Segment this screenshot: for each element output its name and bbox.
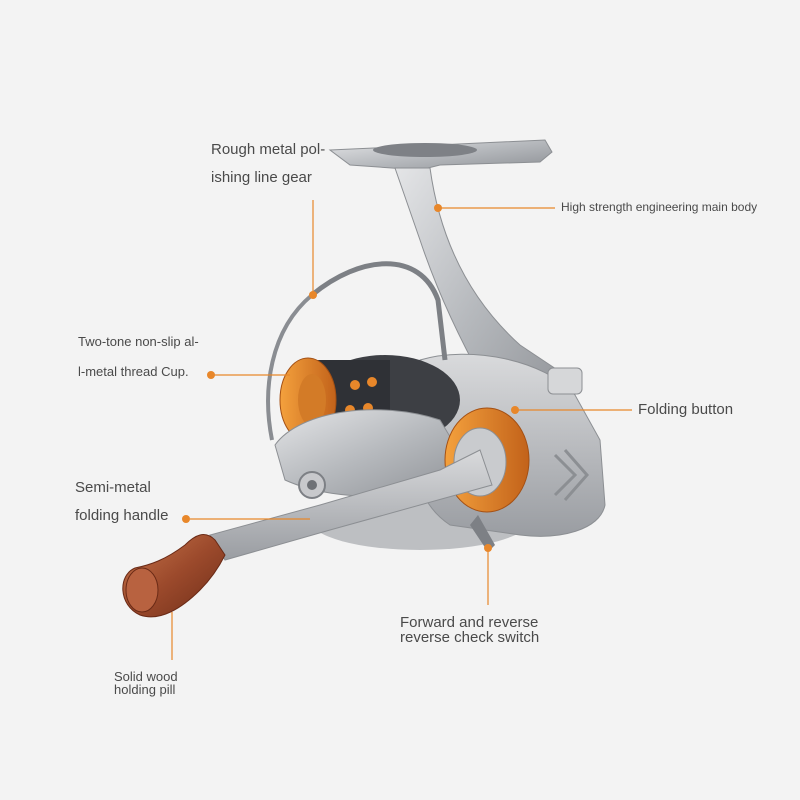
- callout-wood-knob-line1: Solid wood: [114, 669, 178, 684]
- leader-dot-check-switch: [484, 544, 492, 552]
- callout-check-switch-line1: Forward and reverse: [400, 614, 539, 631]
- callout-leaders: [171, 200, 632, 660]
- folding-button-part: [547, 367, 583, 395]
- bail-wire: [266, 293, 314, 441]
- callout-check-switch-line2: reverse check switch: [400, 629, 540, 646]
- leader-dot-thread-cup: [207, 371, 215, 379]
- callout-main-body: High strength engineering main body: [561, 200, 758, 214]
- check-switch-lever: [470, 515, 495, 552]
- spool-holes: [345, 377, 377, 415]
- reel-illustration: [122, 139, 606, 618]
- reel-foot-slot: [373, 143, 477, 157]
- handle-arm: [209, 449, 493, 561]
- wood-knob-end: [125, 567, 159, 613]
- bail-arm: [310, 261, 448, 361]
- callout-folding-handle-line2: folding handle: [75, 507, 169, 524]
- leader-dot-line-gear: [309, 291, 317, 299]
- callout-line-gear-line2: ishing line gear: [211, 169, 312, 186]
- leader-dot-folding-handle: [182, 515, 190, 523]
- line-roller-center: [307, 480, 317, 490]
- callout-line-gear-line1: Rough metal pol-: [211, 141, 326, 158]
- callout-thread-cup-line1: Two-tone non-slip al-: [78, 334, 199, 349]
- callout-folding-button: Folding button: [638, 401, 734, 418]
- callout-wood-knob-line2: holding pill: [114, 682, 176, 697]
- callout-thread-cup-line2: l-metal thread Cup.: [78, 364, 189, 379]
- housing-chevrons: [553, 449, 589, 501]
- leader-dot-main-body: [434, 204, 442, 212]
- leader-dot-folding-button: [511, 406, 519, 414]
- spool-front-inner: [298, 374, 326, 426]
- callout-folding-handle-line1: Semi-metal: [75, 479, 151, 496]
